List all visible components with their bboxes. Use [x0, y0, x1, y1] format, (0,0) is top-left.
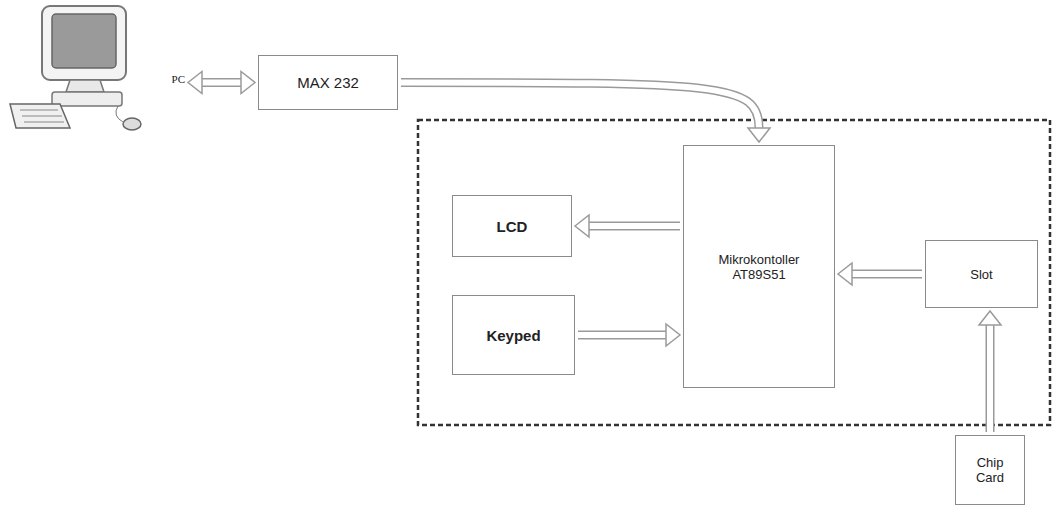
data-arrow — [979, 311, 1001, 432]
data-arrow — [578, 324, 680, 346]
node-label: Chip Card — [970, 455, 1010, 485]
process-box: Chip Card — [955, 435, 1025, 505]
process-box: MAX 232 — [258, 55, 398, 110]
arrow-head — [188, 72, 202, 94]
computer-base — [52, 92, 122, 106]
arrow-head — [838, 263, 852, 285]
arrow-head — [241, 72, 255, 94]
arrow-shaft — [202, 80, 241, 86]
data-arrow — [188, 72, 255, 94]
arrow-shaft — [852, 270, 922, 279]
arrow-shaft — [589, 222, 680, 231]
arrow-head — [666, 324, 680, 346]
process-box: LCD — [452, 195, 572, 257]
arrow-shaft — [852, 271, 922, 277]
arrow-head — [979, 311, 1001, 325]
pc-illustration — [10, 6, 141, 130]
controller-box: Mikrokontoller AT89S51 — [683, 145, 835, 388]
pc-node: PC — [5, 2, 185, 160]
arrow-shaft — [401, 83, 759, 129]
monitor-screen — [52, 14, 116, 68]
data-arrow — [575, 215, 680, 237]
arrow-shaft — [986, 325, 995, 432]
data-arrow — [401, 83, 770, 143]
arrow-shaft — [578, 332, 666, 338]
node-label: Slot — [970, 267, 992, 282]
mouse — [123, 118, 141, 130]
data-arrow — [838, 263, 922, 285]
system-boundary — [418, 120, 1050, 425]
process-box: Slot — [925, 240, 1038, 308]
monitor-case — [42, 6, 126, 80]
keyboard — [10, 104, 70, 128]
keyboard-keys — [20, 110, 64, 122]
arrow-shaft — [589, 223, 680, 229]
arrow-shaft — [202, 78, 241, 87]
arrow-head — [575, 215, 589, 237]
node-label: Mikrokontoller AT89S51 — [704, 252, 814, 282]
arrow-head — [748, 128, 770, 142]
monitor-stand — [66, 80, 104, 92]
node-label: Keyped — [486, 327, 540, 344]
arrow-shaft — [578, 331, 666, 340]
node-label: MAX 232 — [297, 74, 359, 91]
process-box: Keyped — [452, 295, 575, 375]
arrow-shaft — [987, 325, 993, 432]
arrow-shaft — [401, 83, 759, 129]
node-label: LCD — [497, 218, 528, 235]
node-label: PC — [172, 73, 185, 85]
mouse-cable — [116, 106, 123, 122]
